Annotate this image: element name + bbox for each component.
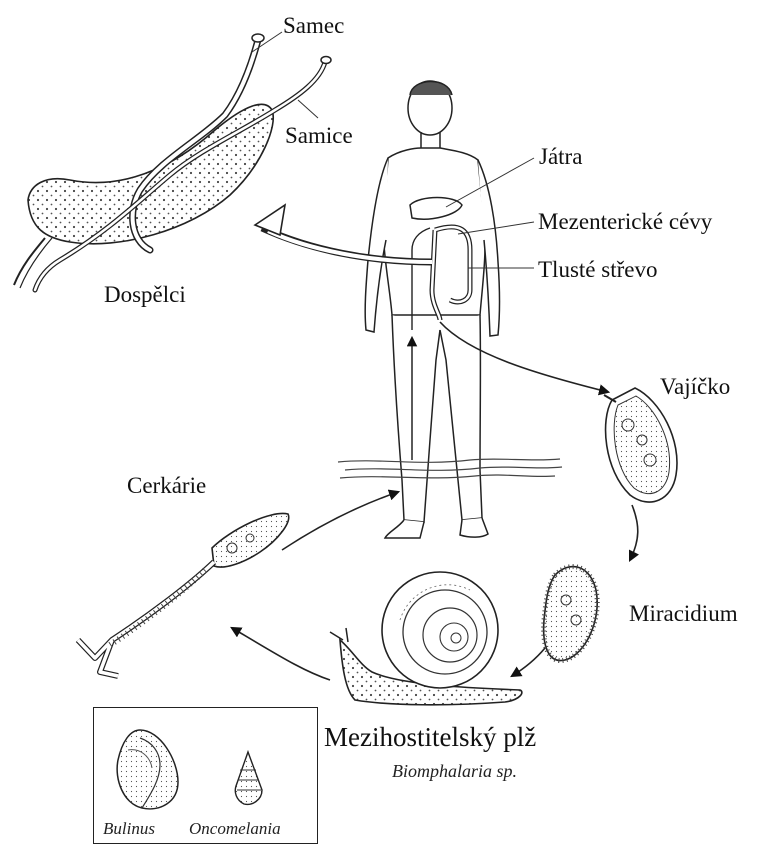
- legend-item-bulinus: Bulinus: [103, 820, 155, 837]
- label-mezihostitelsky-plz: Mezihostitelský plž: [324, 724, 536, 751]
- miracidium-illustration: [544, 567, 598, 661]
- label-vajicko: Vajíčko: [660, 375, 730, 398]
- egg-illustration: [604, 388, 677, 502]
- arrow-to-human: [282, 492, 398, 550]
- cercaria-illustration: [78, 513, 289, 676]
- label-jatra: Játra: [539, 145, 582, 168]
- label-tluste-strevo: Tlusté střevo: [538, 258, 657, 281]
- arrow-to-miracidium: [630, 505, 638, 560]
- label-biomphalaria: Biomphalaria sp.: [392, 762, 517, 780]
- arrow-to-cercaria: [232, 628, 330, 680]
- label-cerkarie: Cerkárie: [127, 474, 206, 497]
- label-samice: Samice: [285, 124, 353, 147]
- label-mezentericke-cevy: Mezenterické cévy: [538, 210, 712, 233]
- arrow-to-snail: [512, 648, 545, 676]
- snail-illustration: [330, 572, 522, 705]
- legend-item-oncomelania: Oncomelania: [189, 820, 281, 837]
- adult-worms-illustration: [14, 32, 331, 290]
- water-surface: [338, 459, 562, 478]
- label-samec: Samec: [283, 14, 344, 37]
- label-miracidium: Miracidium: [629, 602, 738, 625]
- label-dospelci: Dospělci: [104, 283, 186, 306]
